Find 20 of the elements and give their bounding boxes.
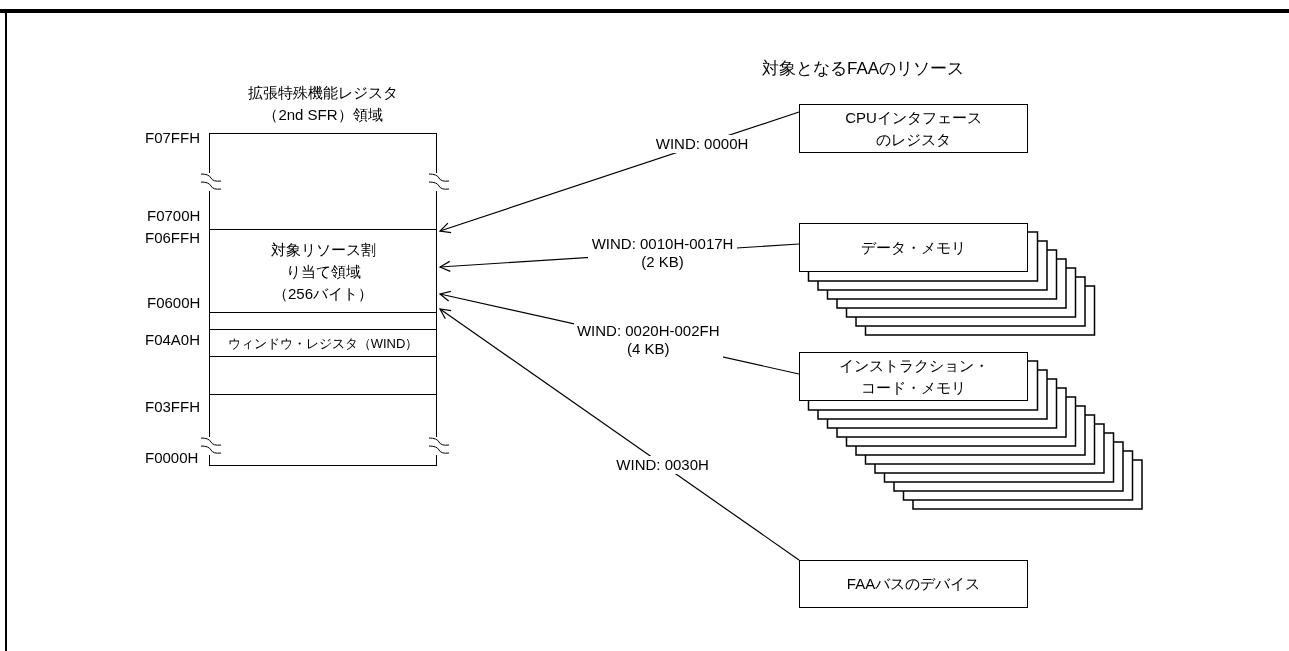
section-heading: 対象となるFAAのリソース: [762, 60, 965, 78]
edge-label: WIND: 0020H-002FH (4 KB): [573, 322, 723, 359]
memory-segment: 対象リソース割り当て領域（256バイト）: [209, 229, 437, 314]
memory-segment: [209, 394, 437, 466]
memory-segment: ウィンドウ・レジスタ（WIND）: [209, 329, 437, 358]
region-heading: 拡張特殊機能レジスタ（2nd SFR）領域: [247, 83, 399, 125]
resource-box: インストラクション・コード・メモリ: [799, 352, 1028, 401]
resource-box: CPUインタフェースのレジスタ: [799, 104, 1028, 153]
memory-segment: [209, 356, 437, 396]
address-label: F0700H: [147, 207, 201, 225]
arrow: [439, 308, 800, 561]
memory-segment: [209, 133, 437, 231]
address-label: F07FFH: [145, 129, 200, 147]
address-label: F0000H: [145, 449, 199, 467]
address-label: F0600H: [147, 294, 201, 312]
address-label: F04A0H: [145, 331, 201, 349]
address-label: F03FFH: [145, 398, 200, 416]
resource-box: FAAバスのデバイス: [799, 560, 1028, 608]
resource-box: データ・メモリ: [799, 223, 1028, 272]
address-label: F06FFH: [145, 229, 200, 247]
